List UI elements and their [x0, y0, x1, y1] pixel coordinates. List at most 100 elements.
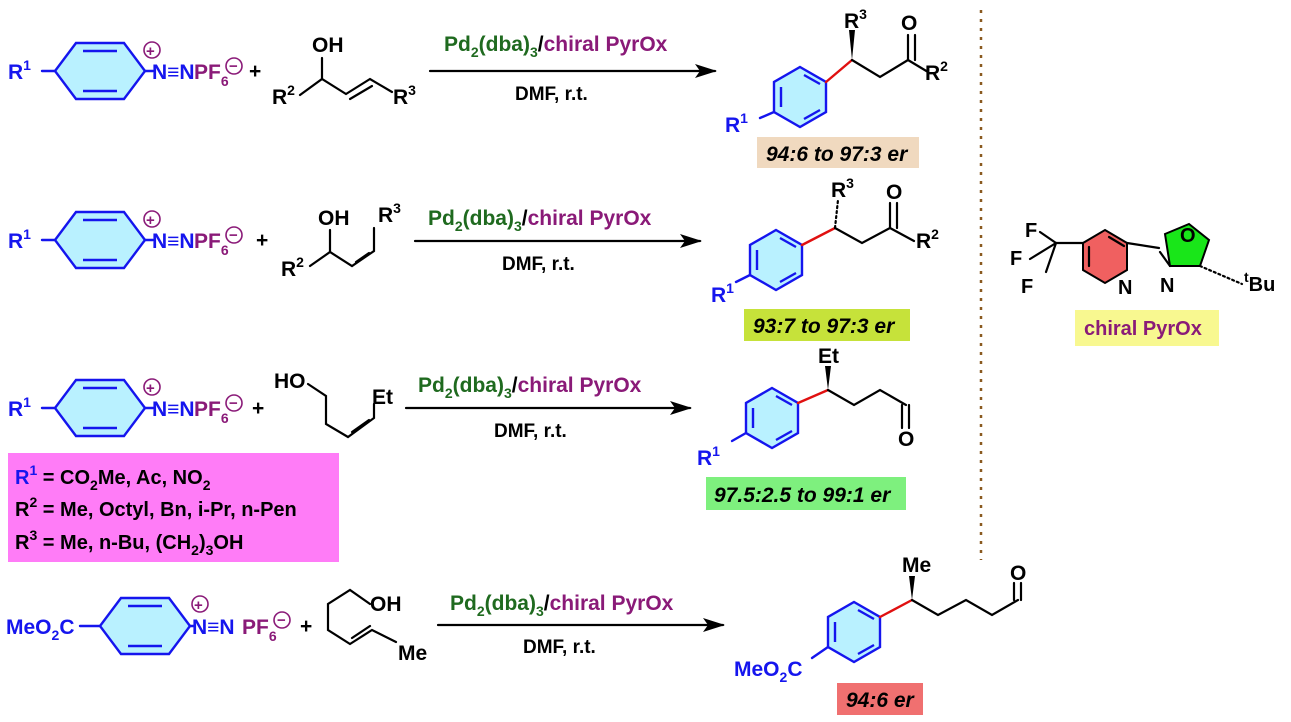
- row-3: R1 N≡N PF6 + − + HO Et Pd2(dba)3/chiral …: [8, 345, 914, 510]
- arrow-2: Pd2(dba)3/chiral PyrOx DMF, r.t.: [413, 207, 702, 275]
- svg-text:F: F: [1025, 220, 1037, 242]
- arrow-3: Pd2(dba)3/chiral PyrOx DMF, r.t.: [404, 374, 692, 442]
- er-badge-3: 97.5:2.5 to 99:1 er: [706, 477, 906, 510]
- svg-text:O: O: [898, 428, 914, 451]
- minus-charge-1: −: [229, 58, 238, 75]
- svg-text:N≡N: N≡N: [192, 616, 235, 639]
- svg-text:HO: HO: [274, 370, 306, 393]
- svg-text:OH: OH: [370, 593, 402, 616]
- svg-text:Pd2(dba)3/chiral PyrOx: Pd2(dba)3/chiral PyrOx: [444, 33, 668, 60]
- svg-text:tBu: tBu: [1244, 269, 1275, 296]
- svg-text:−: −: [277, 612, 286, 629]
- ligand-label: chiral PyrOx: [1075, 310, 1219, 346]
- svg-text:Me: Me: [398, 642, 427, 665]
- r1-letter: R: [8, 61, 23, 84]
- svg-text:+: +: [252, 397, 264, 420]
- svg-text:MeO2C: MeO2C: [6, 616, 74, 643]
- svg-text:DMF, r.t.: DMF, r.t.: [502, 254, 575, 275]
- arrow-4: Pd2(dba)3/chiral PyrOx DMF, r.t.: [436, 592, 725, 658]
- svg-text:N≡N: N≡N: [152, 230, 195, 253]
- svg-text:chiral PyrOx: chiral PyrOx: [1084, 318, 1202, 340]
- svg-text:O: O: [886, 181, 902, 204]
- svg-text:Et: Et: [372, 386, 393, 409]
- svg-text:O: O: [1180, 225, 1196, 247]
- svg-text:R2: R2: [272, 82, 295, 109]
- svg-text:94:6 to 97:3 er: 94:6 to 97:3 er: [766, 143, 909, 166]
- svg-text:F: F: [1021, 276, 1033, 298]
- plus-charge-1: +: [146, 43, 155, 60]
- svg-text:+: +: [300, 615, 312, 638]
- diazonium-2: R1 N≡N PF6 + −: [8, 210, 243, 270]
- svg-text:R3: R3: [378, 200, 401, 227]
- svg-text:Pd2(dba)3/chiral PyrOx: Pd2(dba)3/chiral PyrOx: [418, 374, 642, 401]
- svg-text:93:7 to 97:3 er: 93:7 to 97:3 er: [753, 315, 896, 338]
- svg-text:−: −: [229, 395, 238, 412]
- svg-text:−: −: [229, 227, 238, 244]
- product-1: R3 O R2 R1: [725, 6, 948, 137]
- svg-text:R1: R1: [711, 280, 734, 307]
- r1-sup: 1: [23, 57, 31, 73]
- allylic-alcohol-1: OH R2 R3: [272, 34, 416, 109]
- substituent-definitions: R1 = CO2Me, Ac, NO2 R2 = Me, Octyl, Bn, …: [8, 453, 339, 562]
- er-badge-4: 94:6 er: [837, 683, 923, 715]
- svg-text:Me: Me: [902, 554, 931, 577]
- r1-label: R1: [8, 57, 31, 84]
- svg-text:+: +: [146, 380, 155, 397]
- er-badge-2: 93:7 to 97:3 er: [744, 309, 910, 341]
- diazonium-4: MeO2C N≡N PF6 + −: [6, 595, 291, 656]
- svg-text:O: O: [901, 12, 917, 35]
- svg-text:PF6: PF6: [194, 398, 229, 426]
- diazonium-1: R1 N≡N PF6 + −: [8, 41, 243, 101]
- svg-text:+: +: [146, 212, 155, 229]
- svg-text:DMF, r.t.: DMF, r.t.: [515, 84, 588, 105]
- svg-text:R1: R1: [697, 443, 720, 470]
- svg-text:DMF, r.t.: DMF, r.t.: [494, 421, 567, 442]
- diazo-nn-1: N≡N: [152, 61, 195, 84]
- pentenol: OH Me: [326, 588, 427, 665]
- svg-text:R3: R3: [393, 82, 416, 109]
- svg-text:DMF, r.t.: DMF, r.t.: [523, 637, 596, 658]
- svg-text:N≡N: N≡N: [152, 398, 195, 421]
- svg-text:R3: R3: [844, 6, 867, 33]
- row-2: R1 N≡N PF6 + − + OH R2 R3 Pd2(dba)3/chir…: [8, 175, 939, 341]
- svg-text:Pd2(dba)3/chiral PyrOx: Pd2(dba)3/chiral PyrOx: [428, 207, 652, 234]
- svg-text:R2: R2: [925, 58, 948, 85]
- svg-text:R3: R3: [831, 175, 854, 202]
- svg-text:O: O: [1010, 562, 1026, 585]
- svg-text:R1: R1: [8, 394, 31, 421]
- svg-text:N: N: [1118, 277, 1132, 299]
- svg-text:Et: Et: [818, 345, 839, 368]
- r1-definition: R1 = CO2Me, Ac, NO2: [15, 462, 211, 493]
- row-1: R1 N≡N PF6 + − + OH R2 R3 Pd2(dba)3/chir…: [8, 6, 948, 168]
- allylic-alcohol-2: OH R2 R3: [281, 200, 401, 281]
- svg-text:F: F: [1010, 248, 1022, 270]
- plus-sign-1: +: [249, 60, 261, 83]
- product-3: Et O R1: [697, 345, 914, 470]
- r2-definition: R2 = Me, Octyl, Bn, i-Pr, n-Pen: [15, 494, 297, 521]
- diazonium-3: R1 N≡N PF6 + −: [8, 378, 243, 438]
- svg-text:N: N: [1160, 275, 1174, 297]
- er-badge-1: 94:6 to 97:3 er: [757, 137, 919, 168]
- row-4: MeO2C N≡N PF6 + − + OH Me Pd2(dba)3/chir…: [6, 554, 1026, 715]
- r3-definition: R3 = Me, n-Bu, (CH2)3OH: [15, 527, 243, 558]
- svg-text:PF6: PF6: [242, 616, 277, 644]
- svg-text:R1: R1: [725, 110, 748, 137]
- arrow-1: Pd2(dba)3/chiral PyrOx DMF, r.t.: [428, 33, 717, 105]
- oh-label-1: OH: [312, 34, 344, 57]
- svg-text:97.5:2.5 to 99:1 er: 97.5:2.5 to 99:1 er: [714, 484, 892, 507]
- svg-text:PF6: PF6: [194, 230, 229, 258]
- homoallylic-alcohol: HO Et: [274, 370, 393, 439]
- svg-text:94:6 er: 94:6 er: [846, 689, 916, 712]
- svg-text:R2: R2: [916, 226, 939, 253]
- svg-text:R2: R2: [281, 254, 304, 281]
- svg-text:Pd2(dba)3/chiral PyrOx: Pd2(dba)3/chiral PyrOx: [450, 592, 674, 619]
- svg-text:+: +: [256, 229, 268, 252]
- pyrox-ligand: F F F N O N tBu: [1010, 220, 1275, 299]
- svg-text:+: +: [194, 597, 203, 614]
- product-2: R3 O R2 R1: [711, 175, 939, 307]
- svg-text:R1: R1: [8, 226, 31, 253]
- svg-text:MeO2C: MeO2C: [734, 658, 802, 685]
- product-4: Me O MeO2C: [734, 554, 1026, 685]
- svg-text:OH: OH: [318, 207, 350, 230]
